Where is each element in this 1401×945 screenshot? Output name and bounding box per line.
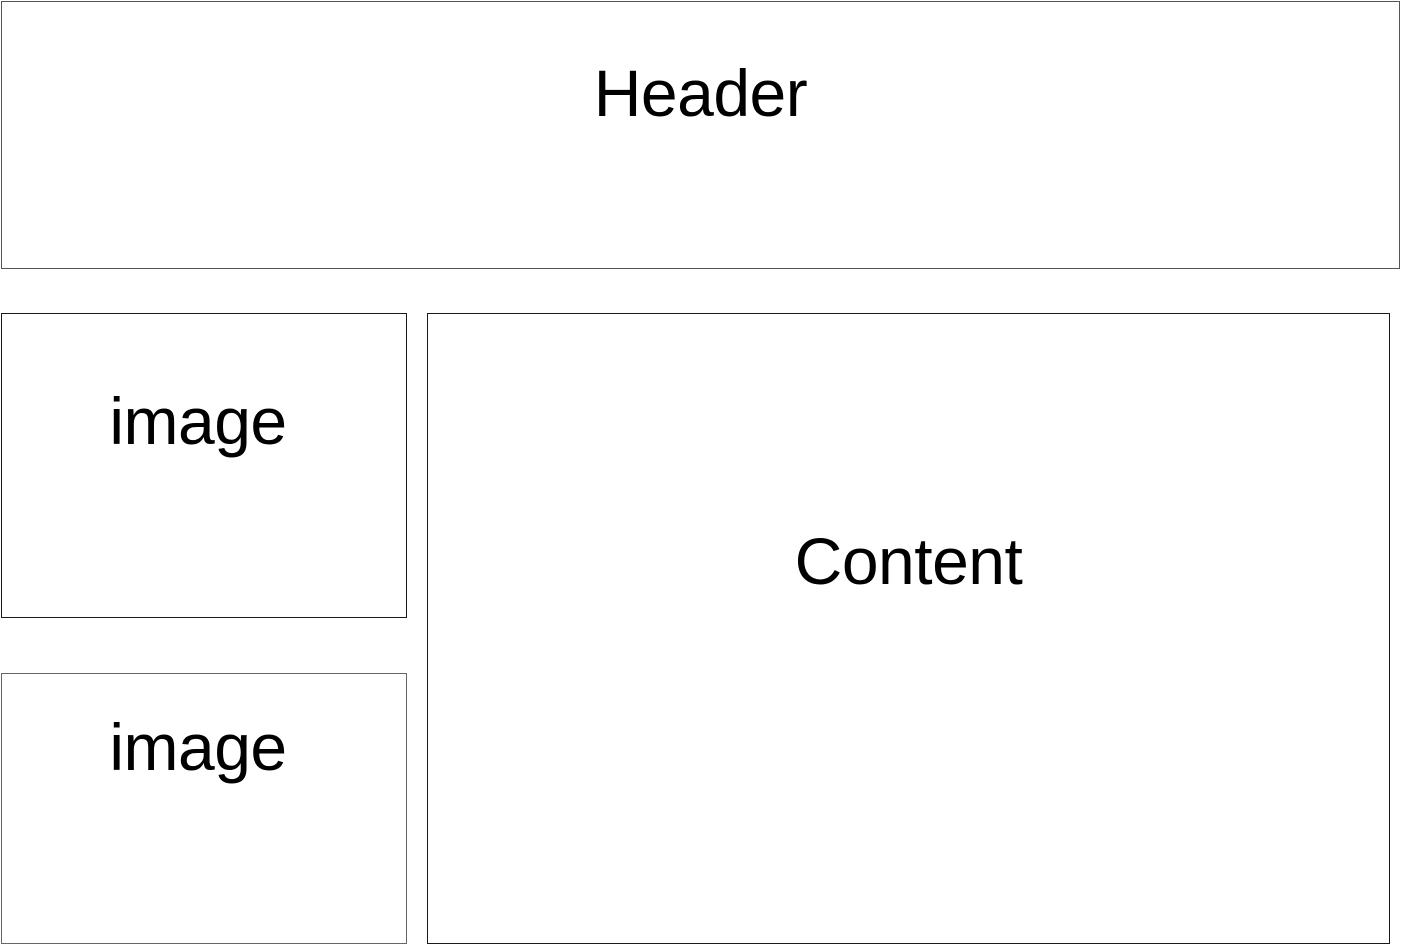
image-label-1: image (109, 384, 287, 458)
image-placeholder-2: image (1, 673, 407, 944)
content-region: Content (427, 313, 1390, 944)
image-label-2: image (109, 710, 287, 784)
header-label: Header (593, 56, 808, 130)
content-label: Content (794, 524, 1023, 598)
image-placeholder-1: image (1, 313, 407, 618)
header-region: Header (1, 1, 1400, 269)
